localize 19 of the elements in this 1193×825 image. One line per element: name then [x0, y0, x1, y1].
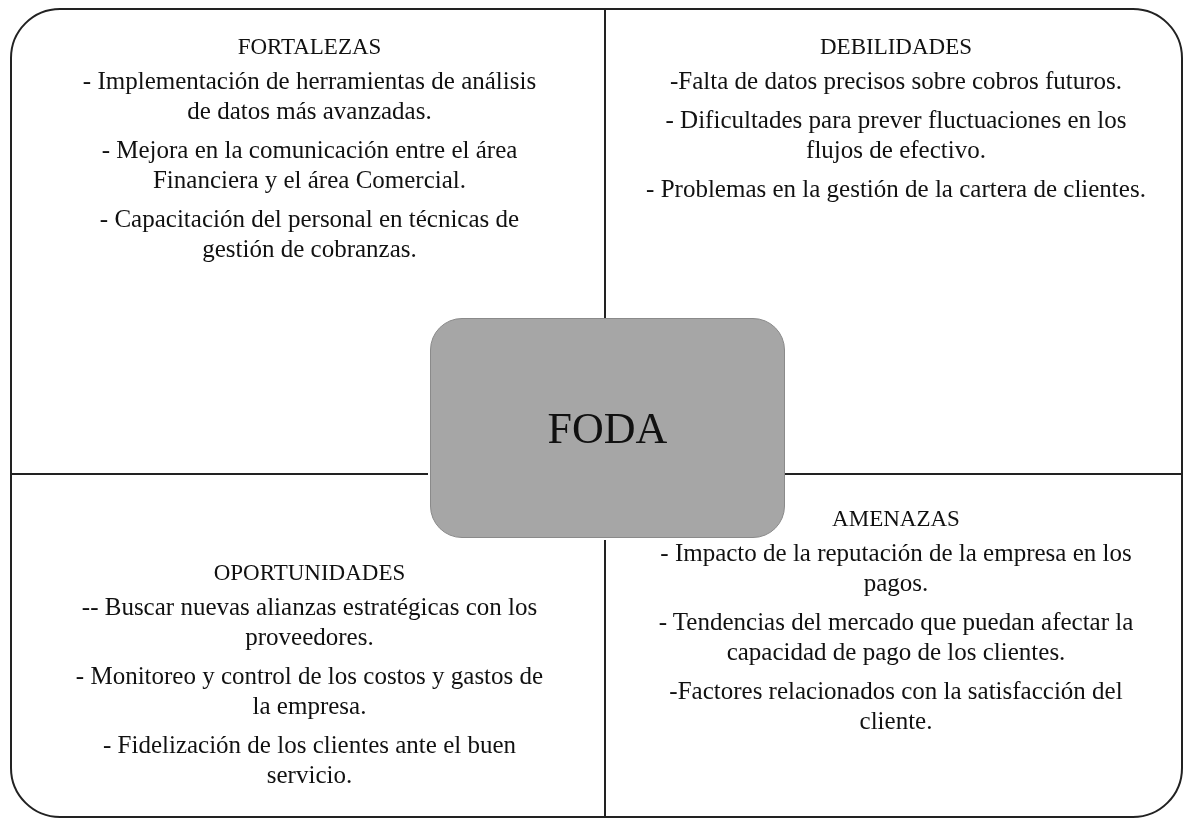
bullet-item: - Mejora en la comunicación entre el área Financiera y el área Comercial. [100, 135, 519, 195]
bullet-item: -Factores relacionados con la satisfacción del cliente. [668, 676, 1124, 736]
bullet-item: -- Buscar nuevas alianzas estratégicas con los proveedores. [80, 592, 539, 652]
bullet-item: - Capacitación del personal en técnicas de gestión de cobranzas. [98, 204, 521, 264]
center-title: FODA [547, 402, 668, 454]
quadrant-heading: AMENAZAS [832, 506, 960, 532]
bullet-item: - Fidelización de los clientes ante el buen servicio. [101, 730, 518, 790]
bullet-item: -Falta de datos precisos sobre cobros futuros. [669, 66, 1123, 96]
quadrant-heading: DEBILIDADES [819, 34, 972, 60]
bullet-item: - Tendencias del mercado que puedan afectar la capacidad de pago de los clientes. [657, 607, 1135, 667]
center-box [430, 318, 785, 538]
quadrant-heading: FORTALEZAS [237, 34, 382, 60]
quadrant-heading: OPORTUNIDADES [213, 560, 406, 586]
bullet-item: - Problemas en la gestión de la cartera de clientes. [646, 174, 1146, 204]
bullet-item: - Dificultades para prever fluctuaciones en los flujos de efectivo. [664, 105, 1128, 165]
bullet-item: - Implementación de herramientas de análisis de datos más avanzadas. [81, 66, 538, 126]
bullet-item: - Impacto de la reputación de la empresa en los pagos. [659, 538, 1133, 598]
bullet-item: - Monitoreo y control de los costos y gastos de la empresa. [74, 661, 545, 721]
swot-frame [10, 8, 1183, 818]
